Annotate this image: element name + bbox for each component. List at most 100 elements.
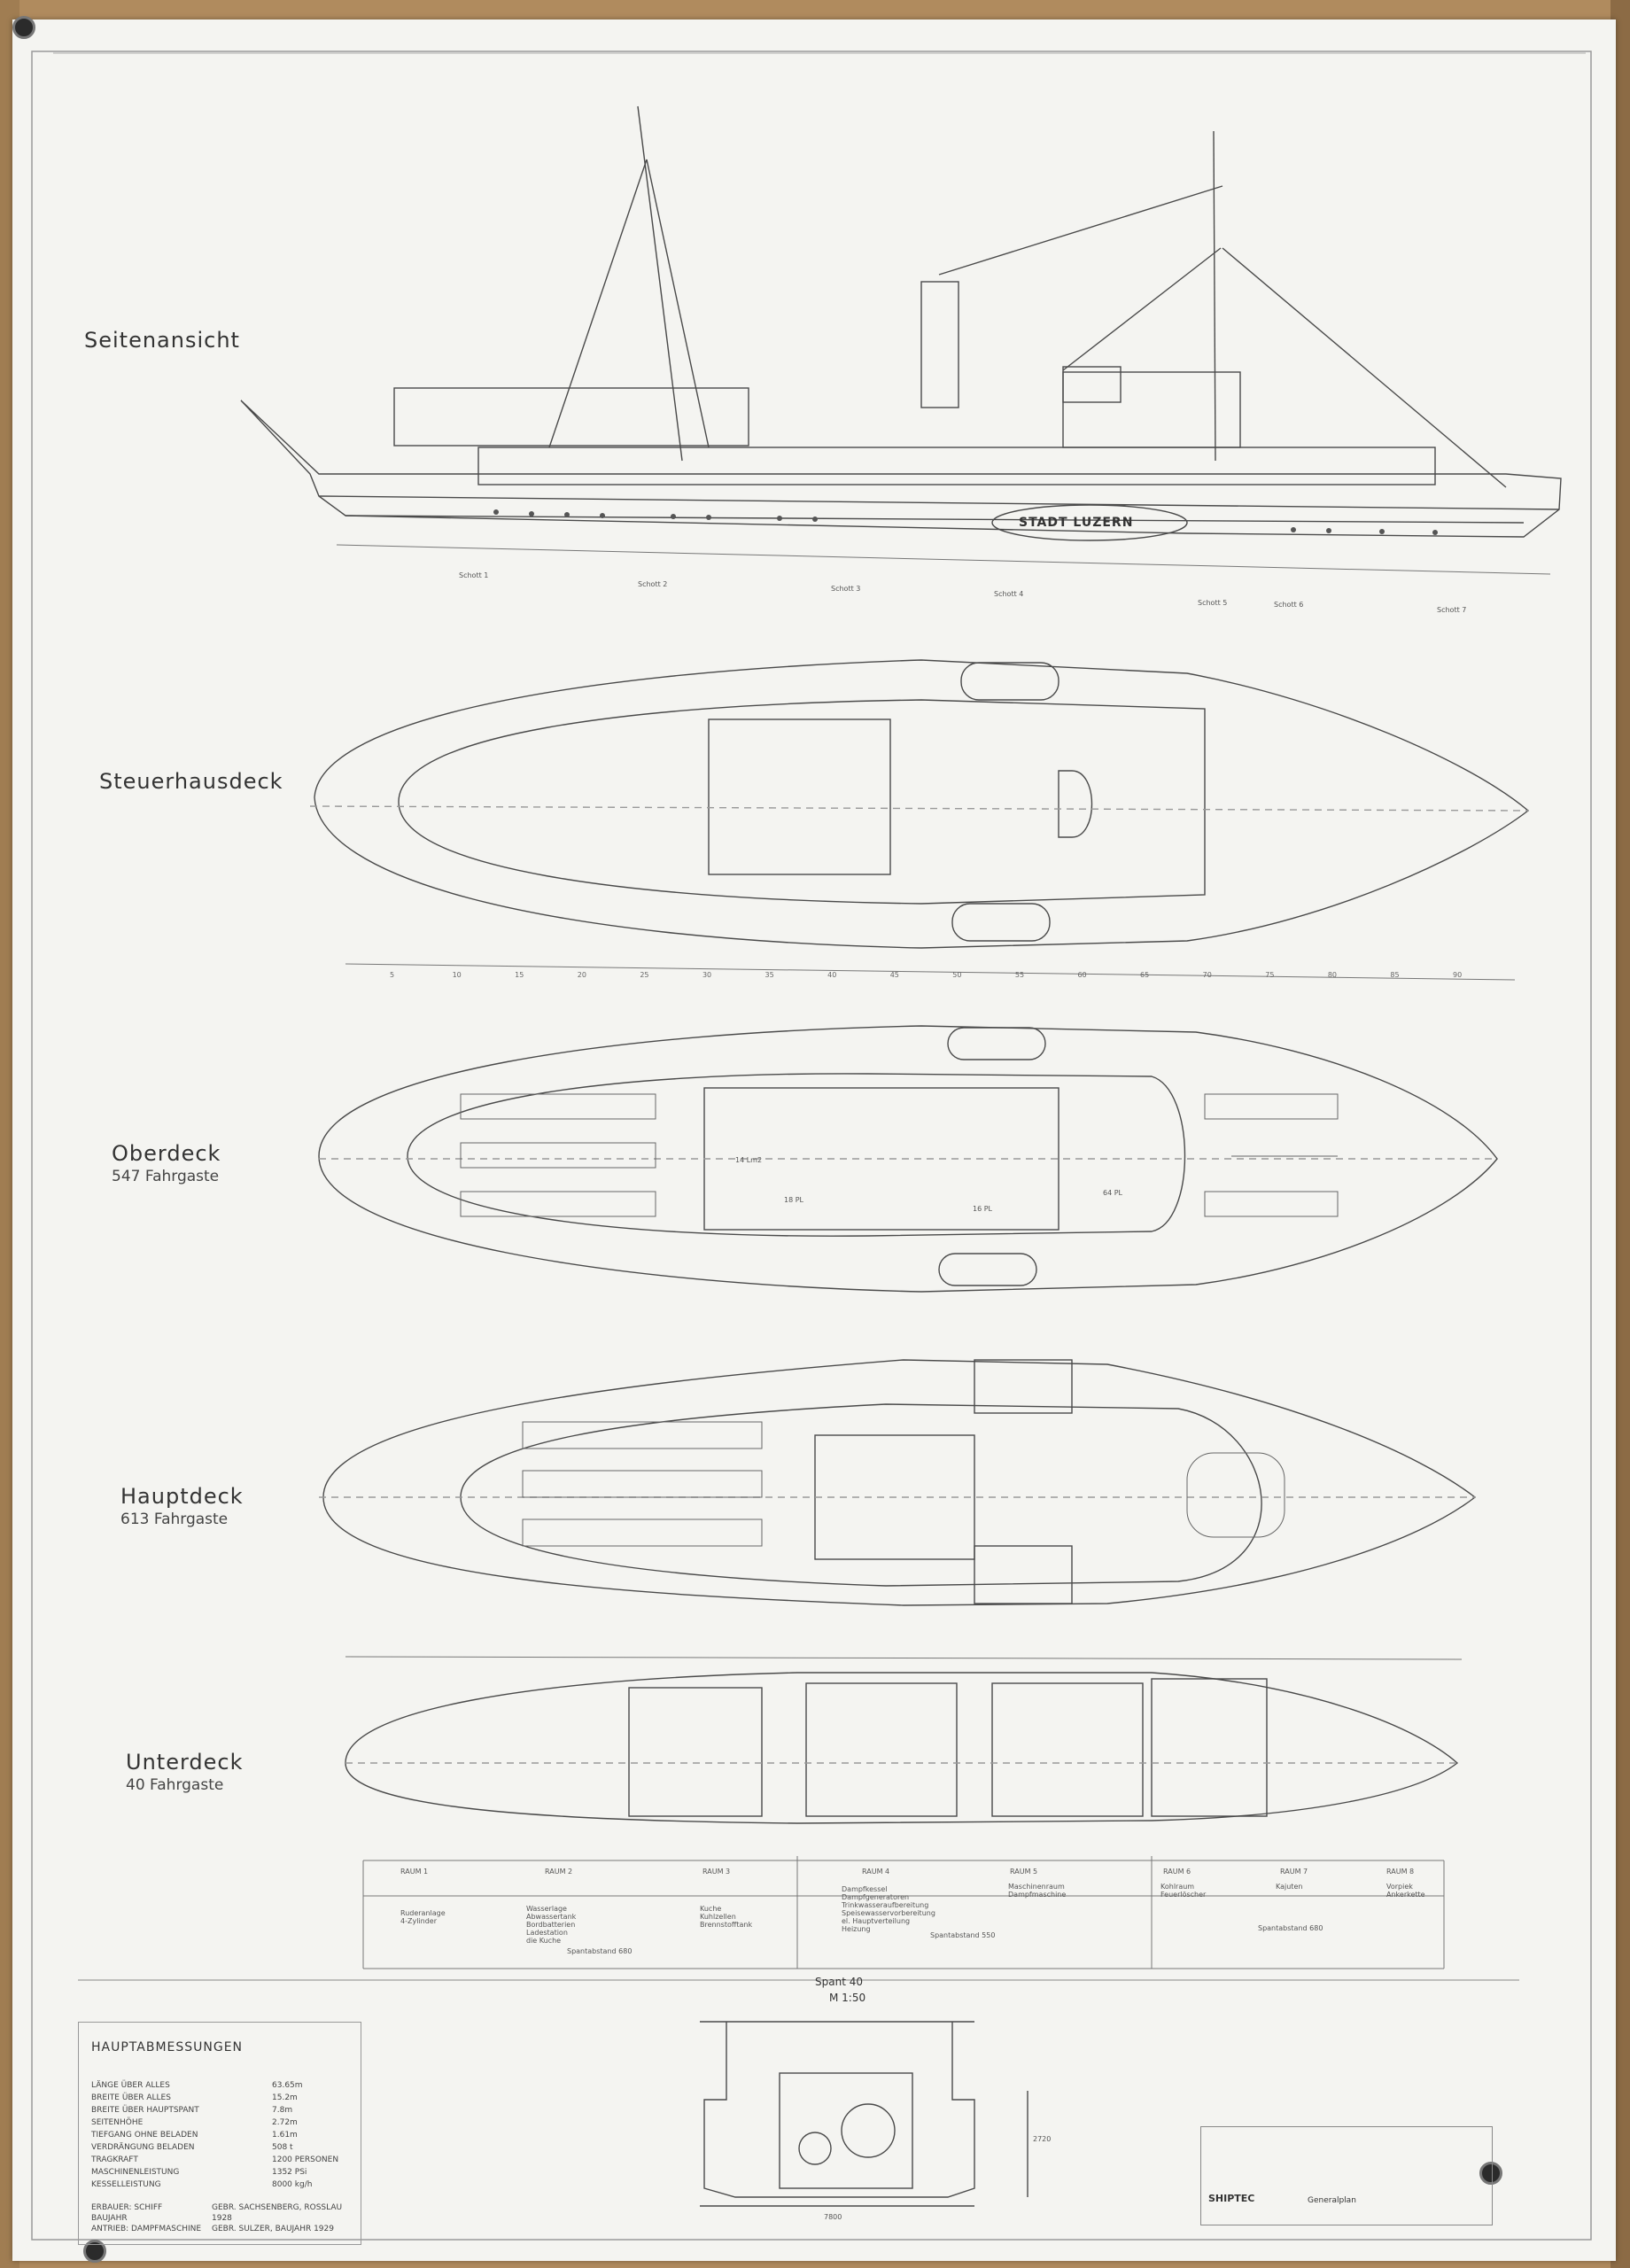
pin-bottom-right: [1479, 2162, 1502, 2185]
room-content: Kuche Kuhlzellen Brennstofftank: [700, 1905, 753, 1929]
dimension-value: 1352 PSi: [272, 2168, 307, 2177]
lower-coal-bunker: [1151, 1678, 1268, 1817]
main-frame-axis: [345, 1656, 1463, 1660]
side-upper-cabin: [393, 387, 749, 447]
boat-2: [951, 903, 1051, 942]
wheelhouse-cabin: [1058, 770, 1093, 838]
main-paddle-box-1: [974, 1359, 1073, 1414]
aft-mast: [1213, 130, 1216, 462]
bulkhead-label: Schott 3: [831, 585, 861, 593]
room-content: Kajuten: [1276, 1883, 1303, 1891]
bulkhead-label: Schott 2: [638, 580, 668, 588]
dimension-value: 2.72m: [272, 2118, 298, 2127]
room-name: RAUM 3: [702, 1868, 731, 1876]
main-tables: [522, 1421, 1285, 1547]
upper-inner: [407, 1073, 1186, 1237]
side-portholes: [493, 509, 1438, 535]
builder-label: ERBAUER: SCHIFF: [91, 2203, 163, 2212]
main-paddle-box-2: [974, 1545, 1073, 1604]
frame-number: 70: [1202, 971, 1212, 979]
room-content: Vorpiek Ankerkette: [1386, 1883, 1425, 1899]
pin-top-left: [12, 16, 35, 39]
room-name: RAUM 5: [1010, 1868, 1038, 1876]
frame-number: 30: [702, 971, 712, 979]
dimension-label: SEITENHÖHE: [91, 2118, 144, 2127]
bulkhead-label: Schott 5: [1198, 599, 1228, 607]
frame-number: 75: [1265, 971, 1275, 979]
sheet-frame: [31, 50, 1592, 2241]
drawing-sheet: [12, 19, 1616, 2261]
bulkhead-label: Schott 4: [994, 590, 1024, 598]
room-name: RAUM 1: [400, 1868, 429, 1876]
frame-spacing-label: Spantabstand 680: [567, 1947, 633, 1955]
room-name: RAUM 6: [1163, 1868, 1191, 1876]
dimension-label: BREITE ÜBER HAUPTSPANT: [91, 2106, 199, 2115]
side-main-cabin: [477, 447, 1436, 485]
fore-mast: [637, 105, 683, 462]
room-table: [362, 1856, 1445, 1969]
section-engine: [779, 2072, 913, 2189]
dimension-value: 7.8m: [272, 2106, 293, 2115]
room-name: RAUM 2: [545, 1868, 573, 1876]
label-lower-capacity: 40 Fahrgaste: [126, 1776, 224, 1794]
upper-outline: [318, 1025, 1498, 1293]
main-deck-view: [319, 1359, 1477, 1660]
stay-1: [548, 159, 648, 448]
frame-number: 55: [1014, 971, 1025, 979]
side-frame-axis: [336, 544, 1551, 575]
pin-bottom-left: [83, 2240, 106, 2263]
room-name: RAUM 7: [1280, 1868, 1308, 1876]
dimension-value: 15.2m: [272, 2093, 298, 2102]
drawing-name: Generalplan: [1308, 2196, 1356, 2205]
label-upper-deck: Oberdeck: [112, 1141, 221, 1166]
side-paddle-box: [991, 504, 1188, 541]
note-area: 14 Lm2: [735, 1156, 763, 1164]
section-crank: [841, 2103, 896, 2158]
side-sheer: [318, 495, 1560, 510]
main-inner: [460, 1403, 1262, 1587]
frame-number: 50: [952, 971, 962, 979]
stay-3: [1062, 247, 1222, 371]
dimension-value: 8000 kg/h: [272, 2180, 313, 2189]
section-title: Spant 40: [815, 1976, 863, 1988]
label-upper-capacity: 547 Fahrgaste: [112, 1168, 220, 1185]
upper-boat-1: [947, 1027, 1046, 1060]
frame-number: 45: [889, 971, 899, 979]
built-value: 1928: [212, 2214, 232, 2223]
upper-deck-view: [318, 1025, 1498, 1293]
bulkhead-label: Schott 6: [1274, 601, 1304, 609]
frame-number: 40: [827, 971, 837, 979]
dimension-value: 1200 PERSONEN: [272, 2155, 339, 2164]
lower-outline: [345, 1672, 1459, 1824]
wheelhouse-inner: [398, 699, 1206, 905]
section-depth: 2720: [1033, 2135, 1052, 2143]
dimension-label: TRAGKRAFT: [91, 2155, 138, 2164]
main-dimensions-table: HAUPTABMESSUNGEN LÄNGE ÜBER ALLES 63.65m…: [78, 2022, 361, 2245]
frame-spacing-label: Spantabstand 680: [1258, 1924, 1323, 1932]
dimension-label: TIEFGANG OHNE BELADEN: [91, 2131, 198, 2140]
room-content: Kohlraum Feuerlöscher: [1160, 1883, 1207, 1899]
section-outline: [700, 2021, 975, 2198]
built-label: BAUJAHR: [91, 2214, 128, 2223]
bulkhead-label: Schott 1: [459, 571, 489, 579]
frame-spacing-label: Spantabstand 550: [930, 1931, 996, 1939]
room-content: Wasserlage Abwassertank Bordbatterien La…: [526, 1905, 577, 1945]
frame-number: 10: [452, 971, 462, 979]
note-seats-a: 18 PL: [784, 1196, 804, 1204]
main-outline: [322, 1359, 1477, 1606]
wheelhouse-frame-axis: [345, 963, 1516, 981]
title-block: SHIPTEC Generalplan: [1200, 2126, 1493, 2225]
lower-engine-room: [991, 1682, 1144, 1817]
frame-number: 65: [1140, 971, 1150, 979]
side-wheelhouse: [1062, 366, 1122, 403]
dimension-label: KESSELLEISTUNG: [91, 2180, 161, 2189]
label-side-view: Seitenansicht: [84, 328, 240, 353]
dimension-value: 1.61m: [272, 2131, 298, 2140]
room-content: Ruderanlage 4-Zylinder: [400, 1909, 446, 1925]
frame-number: 5: [390, 971, 395, 979]
frame-number: 20: [577, 971, 586, 979]
dimension-value: 508 t: [272, 2143, 293, 2152]
room-name: RAUM 8: [1386, 1868, 1415, 1876]
midship-section: [700, 2021, 1028, 2207]
side-aft-cabin: [1062, 371, 1241, 448]
